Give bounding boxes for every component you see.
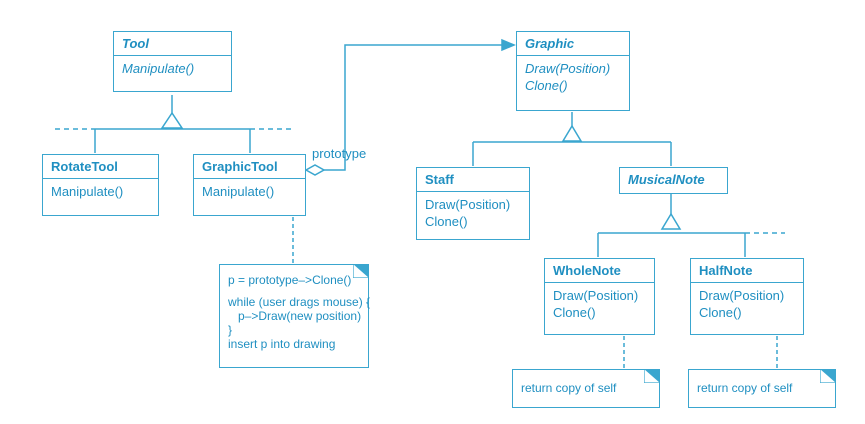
note-half-note: return copy of self <box>688 369 836 408</box>
class-graphic-tool-operations: Manipulate() <box>194 179 305 204</box>
prototype-aggregation-diamond <box>304 164 326 176</box>
note-line: p–>Draw(new position) <box>228 309 362 323</box>
note-line: p = prototype–>Clone() <box>228 273 352 287</box>
class-staff-operations: Draw(Position) Clone() <box>417 192 529 234</box>
prototype-label: prototype <box>312 146 367 161</box>
class-graphic-tool-name: GraphicTool <box>194 155 305 179</box>
class-half-note-op: Draw(Position) <box>699 288 785 303</box>
class-half-note-op: Clone() <box>699 305 742 320</box>
prototype-association-line <box>324 44 504 171</box>
class-graphic-operations: Draw(Position) Clone() <box>517 56 629 98</box>
class-whole-note: WholeNote Draw(Position) Clone() <box>544 258 655 335</box>
class-staff-name: Staff <box>417 168 529 192</box>
class-half-note-operations: Draw(Position) Clone() <box>691 283 803 325</box>
class-whole-note-operations: Draw(Position) Clone() <box>545 283 654 325</box>
class-graphic-tool: GraphicTool Manipulate() <box>193 154 306 216</box>
note-line: } <box>228 323 233 337</box>
class-tool: Tool Manipulate() <box>113 31 232 92</box>
class-staff: Staff Draw(Position) Clone() <box>416 167 530 240</box>
class-tool-op: Manipulate() <box>122 61 195 76</box>
class-rotate-tool-op: Manipulate() <box>51 184 124 199</box>
note-fold-icon <box>820 369 836 383</box>
prototype-arrowhead <box>501 38 516 52</box>
class-musical-note-name: MusicalNote <box>628 172 705 187</box>
note-line: insert p into drawing <box>228 337 336 351</box>
note-fold-icon <box>353 264 369 278</box>
tool-inheritance-triangle <box>160 111 184 129</box>
class-rotate-tool-operations: Manipulate() <box>43 179 158 204</box>
class-whole-note-op: Clone() <box>553 305 596 320</box>
musical-note-inheritance-triangle <box>660 212 682 230</box>
class-graphic-op: Clone() <box>525 78 568 93</box>
class-whole-note-name: WholeNote <box>545 259 654 283</box>
class-staff-op: Clone() <box>425 214 468 229</box>
class-musical-note: MusicalNote <box>619 167 728 194</box>
class-staff-op: Draw(Position) <box>425 197 511 212</box>
class-tool-operations: Manipulate() <box>114 56 231 81</box>
note-line: while (user drags mouse) { <box>228 295 371 309</box>
class-whole-note-op: Draw(Position) <box>553 288 639 303</box>
note-line: return copy of self <box>521 381 617 395</box>
class-rotate-tool-name: RotateTool <box>43 155 158 179</box>
class-rotate-tool: RotateTool Manipulate() <box>42 154 159 216</box>
class-graphic-name: Graphic <box>517 32 629 56</box>
note-line <box>228 287 360 295</box>
class-graphic-tool-op: Manipulate() <box>202 184 275 199</box>
class-graphic: Graphic Draw(Position) Clone() <box>516 31 630 111</box>
note-whole-note: return copy of self <box>512 369 660 408</box>
class-half-note: HalfNote Draw(Position) Clone() <box>690 258 804 335</box>
graphic-inheritance-triangle <box>561 124 583 142</box>
class-tool-name: Tool <box>114 32 231 56</box>
note-fold-icon <box>644 369 660 383</box>
note-line: return copy of self <box>697 381 793 395</box>
note-graphic-tool: p = prototype–>Clone() while (user drags… <box>219 264 371 368</box>
class-half-note-name: HalfNote <box>691 259 803 283</box>
class-graphic-op: Draw(Position) <box>525 61 611 76</box>
